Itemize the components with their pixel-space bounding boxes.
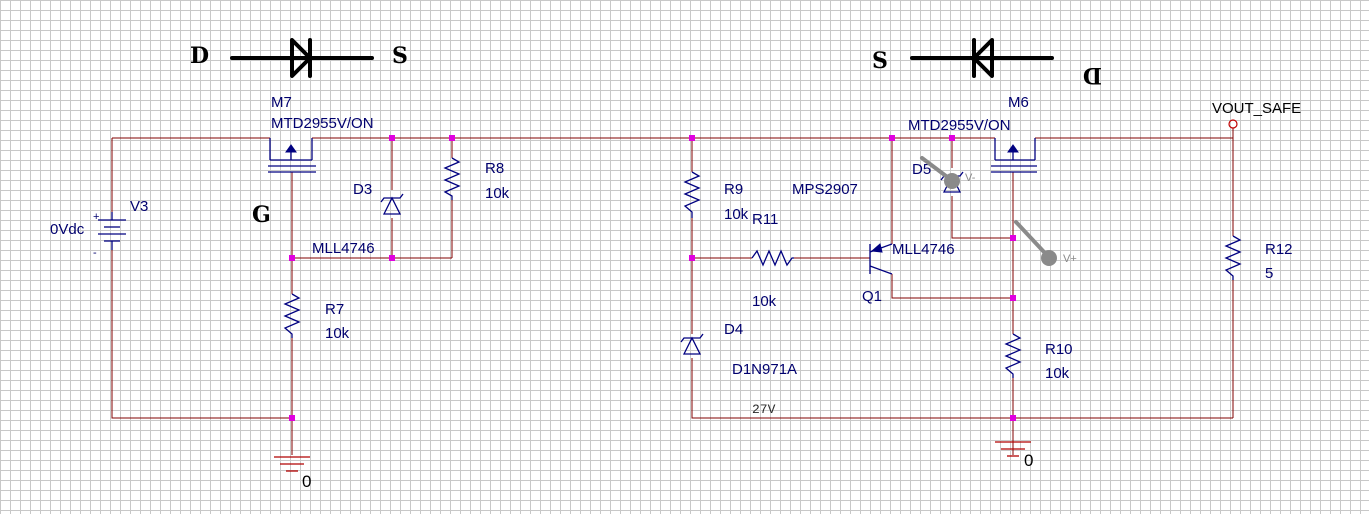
vout-port[interactable]: VOUT_SAFE [1212,100,1301,129]
left-arrow-s-label: S [392,43,408,69]
left-dioderarrow-annotation: D S [190,38,408,78]
r7-ref: R7 [325,301,344,318]
probe-vplus-label: V+ [1063,253,1077,265]
junction-nodes [289,135,1016,421]
d4-ref: D4 [724,321,743,338]
probe-vplus[interactable]: V+ [1014,220,1077,266]
transistor-q1[interactable]: MPS2907 Q1 [792,181,893,305]
resistor-r12[interactable]: R12 5 [1224,235,1293,282]
svg-text:+: + [93,211,99,223]
r10-value: 10k [1045,365,1070,382]
m7-model: MTD2955V/ON [271,115,374,132]
r11-ref: R11 [752,211,778,228]
gnd-right-label: 0 [1024,451,1033,470]
left-arrow-d-label: D [190,43,209,69]
r12-value: 5 [1265,265,1273,282]
wires [111,128,1234,455]
d4-note: 27V [752,402,776,417]
resistor-r8[interactable]: R8 10k [443,157,510,202]
battery-v3[interactable]: + - V3 0Vdc [50,198,148,259]
gnd-left-label: 0 [302,472,311,491]
right-arrow-d-label: D [1083,62,1102,88]
d3-model: MLL4746 [312,240,375,257]
resistor-r11[interactable]: R11 10k [751,211,794,310]
m6-model: MTD2955V/ON [908,117,1011,134]
probe-vminus[interactable]: V- [920,156,976,189]
r8-value: 10k [485,185,510,202]
r7-value: 10k [325,325,350,342]
q1-model: MPS2907 [792,181,858,198]
mosfet-m6[interactable]: M6 MTD2955V/ON [908,94,1037,173]
d5-ref: D5 [912,161,931,178]
r11-value: 10k [752,293,777,310]
right-arrow-annotation: S D [872,38,1102,88]
r10-ref: R10 [1045,341,1073,358]
d3-ref: D3 [353,181,372,198]
resistor-r9[interactable]: R9 10k [683,171,749,223]
r8-ref: R8 [485,160,504,177]
r9-ref: R9 [724,181,743,198]
r9-value: 10k [724,206,749,223]
ground-right: 0 [995,441,1033,470]
v3-value: 0Vdc [50,221,85,238]
probe-vminus-label: V- [965,172,976,184]
ground-left: 0 [274,456,311,491]
d4-model: D1N971A [732,361,797,378]
zener-d3[interactable]: D3 MLL4746 [312,181,404,257]
resistor-r7[interactable]: R7 10k [283,293,350,342]
vout-label: VOUT_SAFE [1212,100,1301,117]
m6-ref: M6 [1008,94,1029,111]
gate-label: G [252,202,271,228]
r12-ref: R12 [1265,241,1293,258]
v3-ref: V3 [130,198,148,215]
d5-model: MLL4746 [892,241,955,258]
q1-ref: Q1 [862,288,882,305]
right-arrow-s-label: S [872,48,888,74]
zener-d4[interactable]: D4 D1N971A 27V [680,321,797,417]
svg-text:-: - [93,247,97,259]
mosfet-m7[interactable]: M7 MTD2955V/ON [268,94,374,173]
m7-ref: M7 [271,94,292,111]
resistor-r10[interactable]: R10 10k [1004,333,1073,382]
